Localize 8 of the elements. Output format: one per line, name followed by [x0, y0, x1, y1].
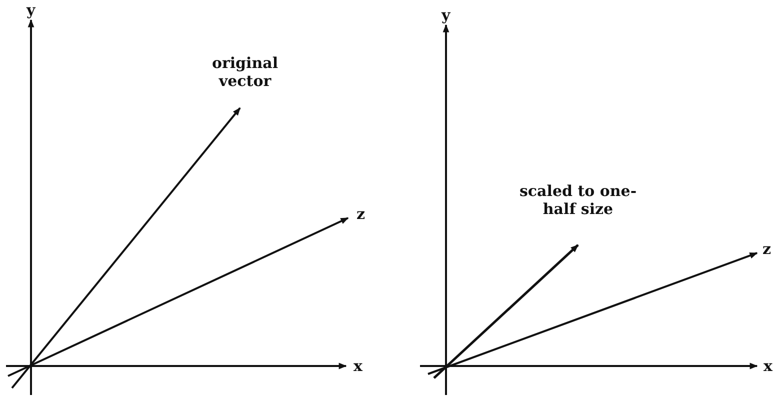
- axis-label: x: [354, 357, 362, 375]
- axis-label: z: [356, 205, 366, 223]
- axis-label: x: [764, 357, 772, 375]
- axis-label: z: [762, 240, 772, 258]
- vector-label: scaled to one-half size: [518, 182, 638, 218]
- vector-label: original vector: [210, 54, 280, 90]
- axis-label: y: [442, 6, 450, 24]
- axis-label: y: [26, 1, 36, 19]
